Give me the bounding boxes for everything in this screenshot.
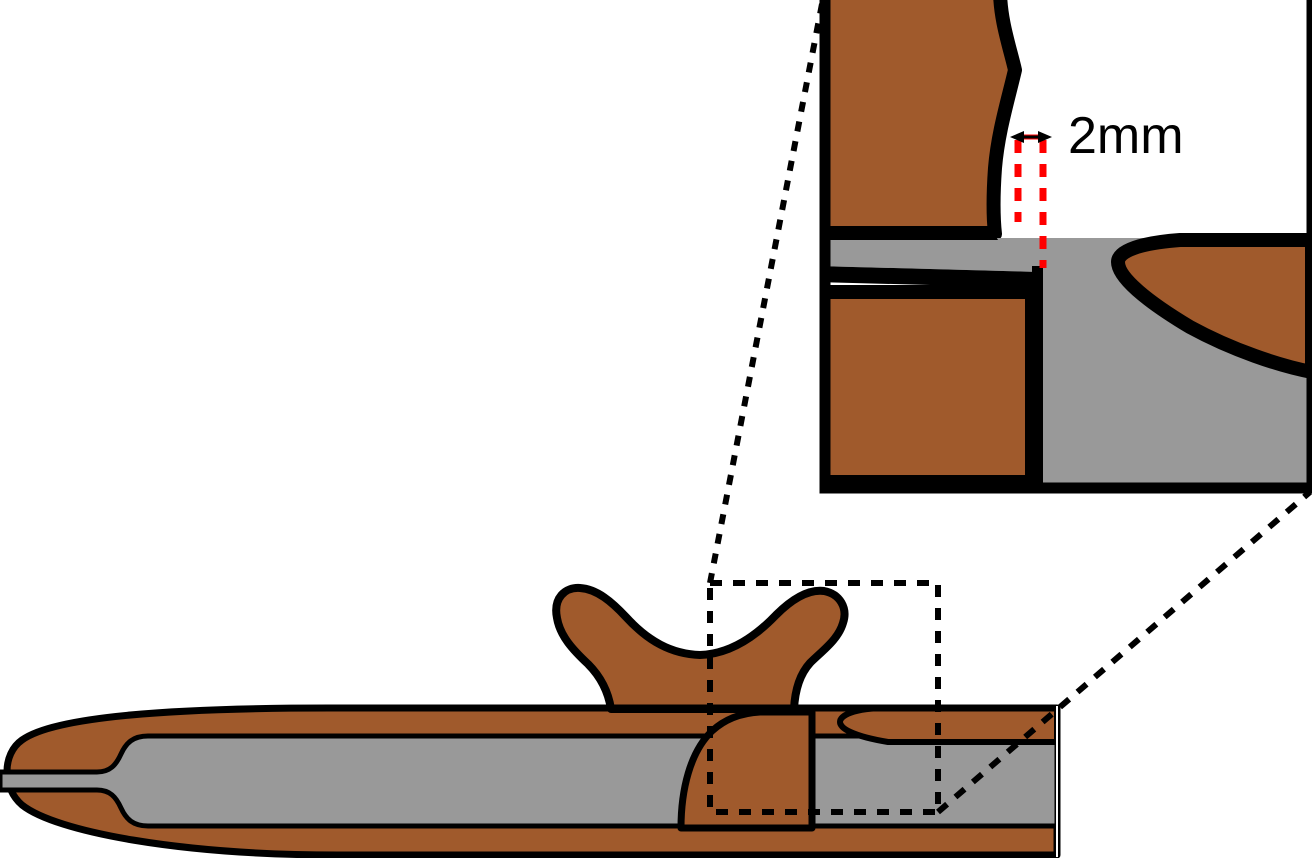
inset-vertical-divider [1032, 266, 1043, 488]
right-bone-wedge [837, 705, 1060, 745]
dimension-text: 2mm [1068, 107, 1184, 165]
inset-upper-left-bone [825, 0, 1022, 241]
dorsal-process [552, 583, 849, 713]
inset-lower-left-bone [825, 285, 1039, 488]
main-view [0, 583, 1061, 858]
inner-implant-core [0, 733, 1060, 829]
dimension-arrow [1010, 131, 1052, 143]
inset-band-upper-edge [825, 226, 998, 240]
inset-frame [819, 0, 1312, 494]
inset-panel: 2mm [819, 0, 1312, 494]
inset-band-lower-edge [825, 266, 1040, 288]
inset-right-bone-wedge [1111, 233, 1312, 379]
dimension-annotation: 2mm [1010, 107, 1184, 268]
